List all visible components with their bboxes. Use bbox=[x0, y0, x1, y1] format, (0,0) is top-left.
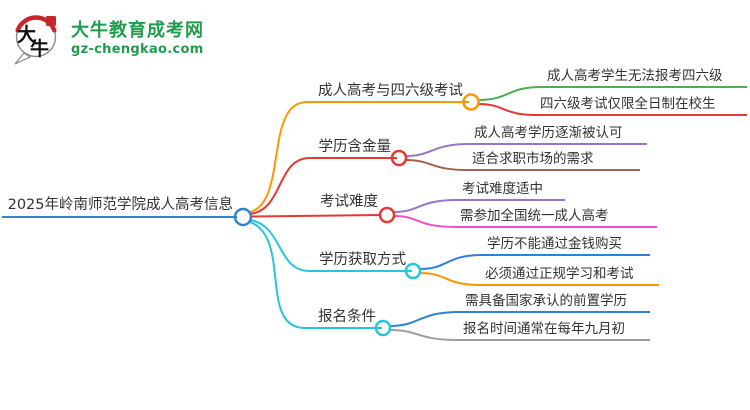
branch3-node-circle[interactable] bbox=[378, 206, 396, 224]
connector-root-branch1 bbox=[249, 101, 308, 213]
logo-bull-mark: 大 牛 bbox=[14, 15, 57, 65]
connector-branch2-leaf1 bbox=[405, 143, 470, 157]
leaf-node[interactable]: 成人高考学生无法报考四六级 bbox=[540, 66, 747, 88]
branch4-node[interactable]: 学历获取方式 bbox=[310, 250, 412, 272]
connector-root-branch5 bbox=[249, 221, 306, 329]
leaf-node[interactable]: 报名时间通常在每年九月初 bbox=[456, 319, 650, 341]
connector-branch5-leaf1 bbox=[389, 311, 461, 327]
logo-char-da: 大 bbox=[17, 23, 36, 46]
logo-char-niu: 牛 bbox=[30, 37, 49, 60]
leaf-node[interactable]: 成人高考学历逐渐被认可 bbox=[467, 123, 647, 145]
branch5-node[interactable]: 报名条件 bbox=[305, 307, 382, 329]
site-logo: 大 牛 大牛教育成考网 gz-chengkao.com bbox=[10, 11, 204, 67]
root-node[interactable]: 2025年岭南师范学院成人高考信息 bbox=[2, 194, 237, 218]
connector-branch3-leaf1 bbox=[393, 199, 458, 213]
connector-branch4-leaf2 bbox=[419, 272, 481, 286]
connector-branch5-leaf2 bbox=[389, 329, 459, 341]
logo-red-seal bbox=[46, 16, 56, 26]
root-node-circle[interactable] bbox=[233, 207, 253, 227]
leaf-node[interactable]: 需具备国家承认的前置学历 bbox=[458, 291, 650, 313]
leaf-node[interactable]: 适合求职市场的需求 bbox=[465, 149, 640, 171]
logo-domain: gz-chengkao.com bbox=[71, 42, 204, 57]
branch1-node[interactable]: 成人高考与四六级考试 bbox=[307, 81, 469, 103]
connector-root-branch3 bbox=[250, 214, 381, 218]
connector-root-branch2 bbox=[249, 157, 311, 215]
branch2-node[interactable]: 学历含金量 bbox=[310, 137, 397, 159]
connector-branch3-leaf2 bbox=[393, 215, 456, 228]
connector-branch4-leaf1 bbox=[419, 254, 483, 270]
branch3-node[interactable]: 考试难度 bbox=[320, 194, 378, 210]
leaf-node[interactable]: 四六级考试仅限全日制在校生 bbox=[533, 94, 747, 116]
logo-title: 大牛教育成考网 bbox=[71, 20, 204, 41]
leaf-node[interactable]: 需参加全国统一成人高考 bbox=[453, 206, 657, 228]
connector-branch2-leaf2 bbox=[405, 159, 468, 171]
connector-branch1-leaf2 bbox=[477, 103, 536, 116]
connector-branch1-leaf1 bbox=[477, 86, 543, 101]
connector-root-branch4 bbox=[249, 219, 311, 272]
logo-text-block: 大牛教育成考网 gz-chengkao.com bbox=[71, 20, 204, 58]
leaf-node[interactable]: 必须通过正规学习和考试 bbox=[478, 264, 659, 286]
leaf-node[interactable]: 考试难度适中 bbox=[455, 179, 565, 201]
leaf-node[interactable]: 学历不能通过金钱购买 bbox=[480, 234, 650, 256]
